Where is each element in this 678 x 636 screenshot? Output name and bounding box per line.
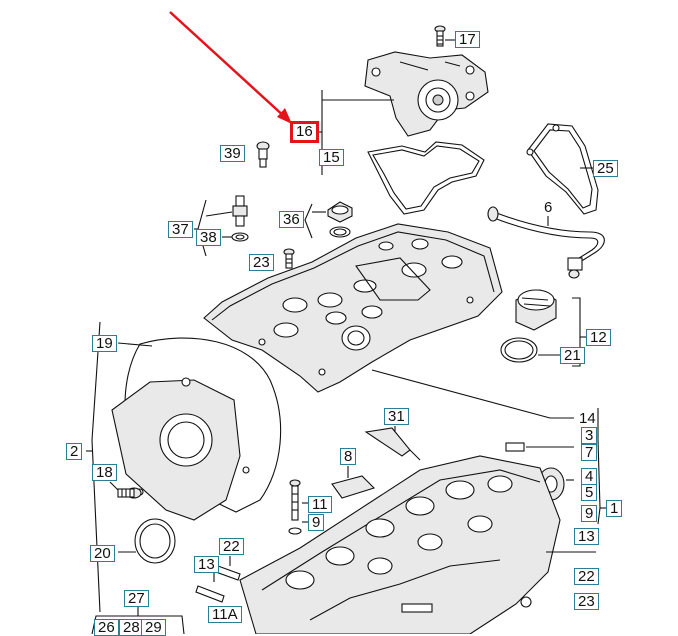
callout-13-right: 13 <box>574 528 599 545</box>
callout-29: 29 <box>141 619 166 636</box>
callout-11A: 11A <box>208 606 242 623</box>
callout-23-top: 23 <box>249 254 274 271</box>
callout-18: 18 <box>92 464 117 481</box>
part-18-bolt <box>109 481 142 499</box>
part-17-screw <box>434 25 456 47</box>
part-36-cap <box>304 201 353 239</box>
callout-9: 9 <box>308 514 325 531</box>
callout-6: 6 <box>544 199 553 216</box>
callout-12: 12 <box>586 329 611 346</box>
part-25-seal <box>526 123 599 215</box>
callout-3: 3 <box>581 427 598 444</box>
pointer-arrow <box>169 11 292 124</box>
callout-11: 11 <box>308 496 332 513</box>
part-23-bolt <box>283 248 295 269</box>
callout-19: 19 <box>92 335 117 352</box>
callout-39: 39 <box>220 145 245 162</box>
callout-37: 37 <box>168 221 193 238</box>
part-31-sealant-tube <box>364 426 421 461</box>
callout-1: 1 <box>606 500 623 517</box>
part-37-sensor <box>194 195 249 257</box>
callout-9-right: 9 <box>581 505 598 522</box>
callout-14: 14 <box>579 410 596 427</box>
callout-20: 20 <box>90 545 115 562</box>
callout-27: 27 <box>124 590 149 607</box>
callout-13-left: 13 <box>194 556 219 573</box>
callout-26: 26 <box>94 619 119 636</box>
part-11-bolt <box>288 479 308 535</box>
callout-25: 25 <box>593 160 618 177</box>
callout-28: 28 <box>119 619 144 636</box>
callout-38: 38 <box>196 229 221 246</box>
part-16-valve-module <box>316 51 489 175</box>
callout-2: 2 <box>66 443 83 460</box>
callout-36: 36 <box>279 211 304 228</box>
callout-17: 17 <box>455 31 480 48</box>
callout-8: 8 <box>340 448 357 465</box>
callout-15: 15 <box>319 149 344 166</box>
part-8-plate <box>331 466 376 499</box>
callout-22-left: 22 <box>219 538 244 555</box>
callout-7: 7 <box>581 444 598 461</box>
callout-5: 5 <box>581 484 598 501</box>
part-6-pipe <box>487 206 605 279</box>
callout-16-highlighted: 16 <box>290 121 319 143</box>
part-14-cover <box>203 223 574 419</box>
bracket-part-1 <box>597 439 606 525</box>
part-15-gasket <box>367 141 485 215</box>
part-20-seal-ring <box>118 518 176 564</box>
part-12-filler-cap <box>500 289 586 367</box>
part-7-pin <box>505 408 599 452</box>
cylinder-head <box>239 455 596 634</box>
part-39-stud <box>256 141 270 168</box>
callout-31: 31 <box>384 408 409 425</box>
callout-23-bottom: 23 <box>574 593 599 610</box>
callout-21: 21 <box>560 347 585 364</box>
callout-22-right: 22 <box>574 568 599 585</box>
callout-4: 4 <box>581 468 598 485</box>
